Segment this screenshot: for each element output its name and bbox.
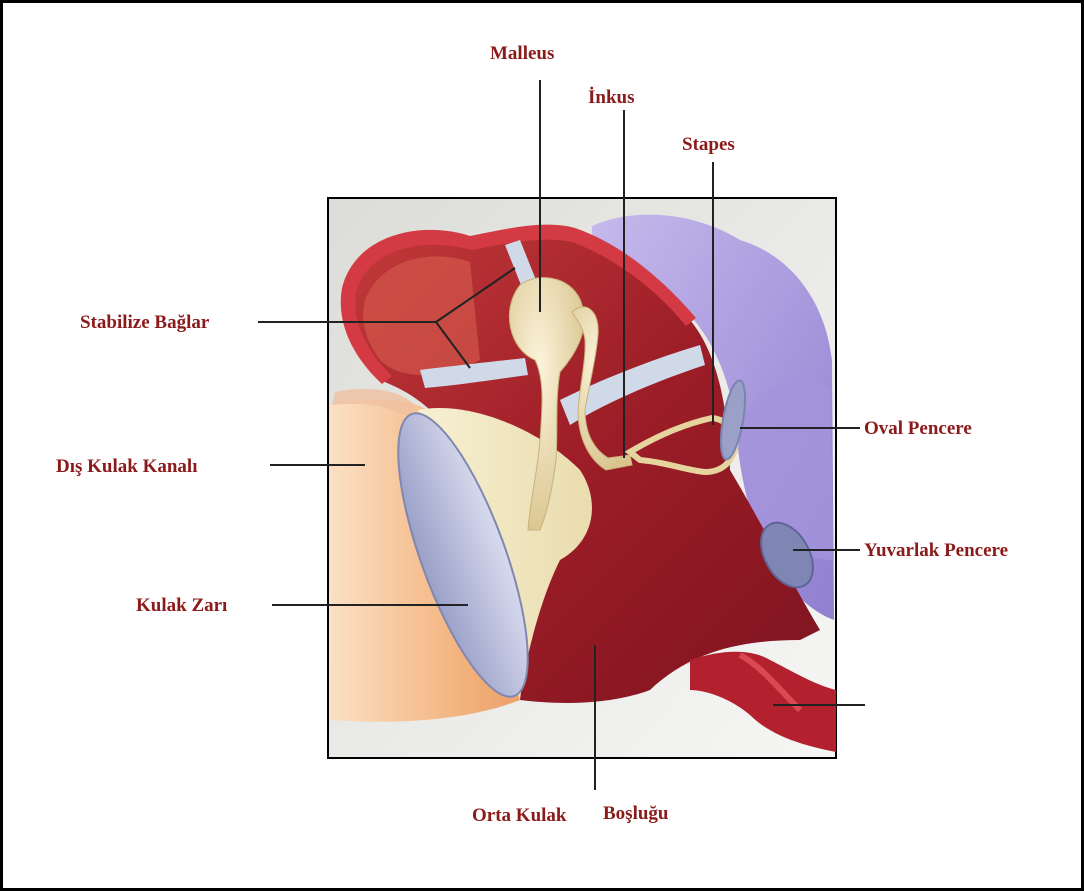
label-kulak-zari: Kulak Zarı	[136, 596, 227, 615]
label-inkus: İnkus	[588, 88, 635, 107]
label-oval: Oval Pencere	[864, 419, 972, 438]
label-stabilize: Stabilize Bağlar	[80, 313, 209, 332]
label-orta: Orta Kulak	[472, 806, 566, 825]
label-malleus: Malleus	[490, 44, 554, 63]
label-stapes: Stapes	[682, 135, 735, 154]
label-bosluk: Boşluğu	[603, 804, 668, 823]
label-yuvarlak: Yuvarlak Pencere	[864, 541, 1008, 560]
label-dis-kanal: Dış Kulak Kanalı	[56, 457, 198, 476]
